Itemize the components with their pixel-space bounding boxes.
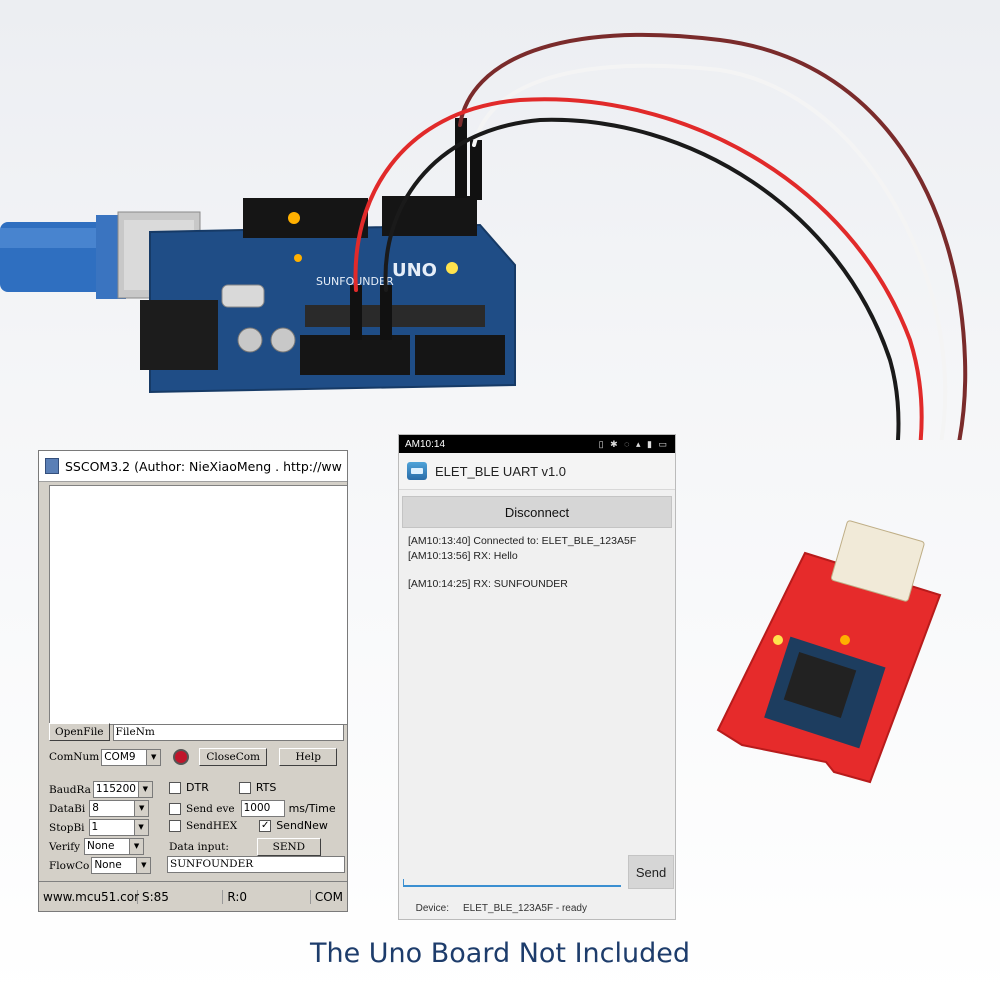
disconnect-button[interactable]: Disconnect [402,496,672,528]
status-sent-count: S:85 [138,890,224,904]
caption-text: The Uno Board Not Included [309,938,691,969]
phone-clock: AM10:14 [405,438,446,450]
log-line: [AM10:13:40] Connected to: ELET_BLE_123A… [408,535,637,547]
help-button[interactable]: Help [279,748,338,766]
device-label: Device: [415,902,449,914]
baud-rate-select[interactable]: 115200▼ [92,781,153,798]
message-log: [AM10:13:40] Connected to: ELET_BLE_123A… [399,528,675,592]
port-status-icon [173,749,190,765]
data-bits-select[interactable]: 8▼ [89,800,150,817]
data-bits-value: 8 [92,802,99,814]
interval-unit: ms/Time [288,802,336,815]
send-new-checkbox[interactable]: ✓ [259,819,272,832]
status-site: www.mcu51.cor [39,890,139,904]
app-title: ELET_BLE UART v1.0 [435,463,567,479]
sscom-titlebar: SSCOM3.2 (Author: NieXiaoMeng . http://w… [39,451,347,482]
status-received-count: R:0 [223,890,311,904]
device-value: ELET_BLE_123A5F - ready [463,902,587,914]
send-hex-label: SendHEX [186,819,238,832]
log-line: [AM10:13:56] RX: Hello [408,549,518,562]
device-status: Device: ELET_BLE_123A5F - ready [399,897,675,919]
data-bits-label: DataBi [49,802,86,815]
stop-bits-value: 1 [91,821,99,833]
board-model-text: UNO [392,260,437,281]
message-input[interactable] [403,865,621,887]
sscom-title: SSCOM3.2 (Author: NieXiaoMeng . http://w… [65,458,342,474]
sscom-app-icon [45,458,59,474]
send-hex-checkbox[interactable] [169,819,181,832]
flow-control-select[interactable]: None ▼ [91,857,152,874]
open-file-button[interactable]: OpenFile [49,723,110,741]
verify-label: Verify [49,840,81,853]
ble-app-icon [407,462,427,480]
status-bar: www.mcu51.cor S:85 R:0 COM [39,881,347,911]
app-action-bar: ELET_BLE UART v1.0 [399,453,675,490]
send-every-checkbox[interactable] [169,802,181,815]
rts-checkbox[interactable] [238,781,251,794]
interval-field[interactable]: 1000 [240,800,285,817]
chevron-down-icon: ▼ [137,782,152,797]
chevron-down-icon: ▼ [133,820,148,835]
flow-control-value: None [94,859,122,871]
message-input-row: Send [399,853,675,893]
chevron-down-icon: ▼ [136,858,151,873]
rts-label: RTS [255,781,277,794]
stop-bits-select[interactable]: 1▼ [88,819,149,836]
close-com-button[interactable]: CloseCom [199,748,268,766]
baud-rate-value: 115200 [95,783,136,795]
data-input-field[interactable]: SUNFOUNDER [167,856,345,873]
phone-send-button[interactable]: Send [628,855,674,889]
data-input-label: Data input: [169,841,229,853]
dtr-checkbox[interactable] [169,781,181,794]
baud-rate-label: BaudRa [49,783,91,796]
chevron-down-icon: ▼ [134,801,149,816]
sscom-window: SSCOM3.2 (Author: NieXiaoMeng . http://w… [38,450,348,912]
log-line: [AM10:14:25] RX: SUNFOUNDER [408,578,568,590]
jumper-wires [353,32,968,440]
send-new-label: SendNew [276,819,328,832]
dtr-label: DTR [186,781,209,794]
receive-area[interactable] [49,485,347,725]
stop-bits-label: StopBi [49,821,85,834]
status-icons: ▯ ✱ ◌ ▴ ▮ ▭ [598,438,669,449]
chevron-down-icon: ▼ [129,839,144,854]
com-num-label: ComNum [49,751,100,763]
phone-status-bar: AM10:14 ▯ ✱ ◌ ▴ ▮ ▭ [399,435,675,453]
chevron-down-icon: ▼ [146,749,161,765]
send-button[interactable]: SEND [256,838,321,856]
hardware-photo: SUNFOUNDER UNO [0,32,968,440]
send-every-label: Send eve [186,802,235,815]
verify-value: None [87,840,115,852]
com-num-value: COM9 [104,750,136,763]
status-com: COM [314,890,343,904]
flow-control-label: FlowCo [49,859,90,872]
ble-module [716,520,942,784]
phone-screen: AM10:14 ▯ ✱ ◌ ▴ ▮ ▭ ELET_BLE UART v1.0 D… [398,434,676,920]
com-num-select[interactable]: COM9 ▼ [101,748,162,766]
file-name-field[interactable]: FileNm [112,723,344,741]
verify-select[interactable]: None ▼ [84,838,145,855]
